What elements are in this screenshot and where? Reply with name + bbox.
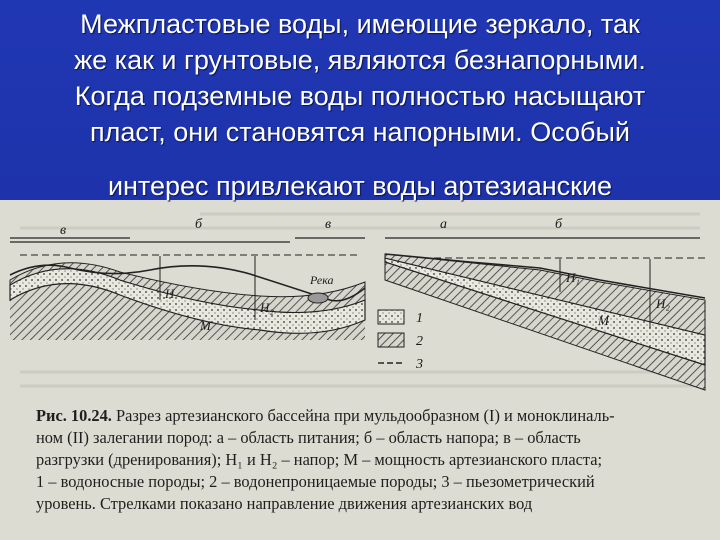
label-m-right: M [597,313,610,328]
label-b-right: б [555,217,563,232]
label-h2-left: H₂ [259,300,274,315]
label-h1-left: H [164,286,175,301]
label-b: б [195,217,203,232]
label-v2: в [325,217,331,232]
caption-line: 1 – водоносные породы; 2 – водонепроница… [36,472,595,491]
legend-number-3: 3 [415,357,423,372]
ground-surface-left [9,264,366,302]
legend-swatch-aquifer [377,309,405,325]
impermeable-layer-right-upper [384,253,706,336]
ground-surface-right [384,253,706,299]
caption-line: Рис. 10.24. Разрез артезианского бассейн… [36,406,615,425]
caption-line: ном (II) залегании пород: а – область пи… [36,428,581,447]
label-m-left: M [199,318,212,333]
caption-line: уровень. Стрелками показано направление … [36,494,533,513]
bleed-through-lines [20,212,700,388]
slide-text: Межпластовые воды, имеющие зеркало, так … [10,6,710,204]
textbook-figure-photo: в б в Река H H₂ M 1 2 3 [0,200,720,540]
left-section-diagram: в б в Река H H₂ M [9,217,366,340]
label-h2-right: H₂ [655,296,670,311]
caption-line: разгрузки (дренирования); H₁ и H₂ – напо… [36,450,603,469]
river-mark [307,292,329,304]
legend-number-1: 1 [416,311,423,326]
right-section-diagram: а б H₁ H₂ M [384,217,706,391]
label-v1: в [60,223,66,238]
slide-text-line: интерес привлекают воды артезианские [107,171,613,201]
figure-caption: Рис. 10.24. Разрез артезианского бассейн… [36,405,706,515]
slide-text-line: же как и грунтовые, являются безнапорным… [74,45,646,75]
slide-text-line: Межпластовые воды, имеющие зеркало, так [80,9,640,39]
label-a: а [440,217,447,232]
artesian-basin-diagram: в б в Река H H₂ M 1 2 3 [9,212,706,391]
slide-text-line: Когда подземные воды полностью насыщают [74,81,646,111]
legend-number-2: 2 [416,334,423,349]
slide-text-line: пласт, они становятся напорными. Особый [90,117,630,147]
legend: 1 2 3 [377,309,423,372]
label-h1-right: H₁ [565,270,580,285]
legend-swatch-impermeable [377,332,405,348]
label-river: Река [309,273,334,287]
impermeable-layer-upper [9,262,366,313]
impermeable-layer-lower [10,283,365,340]
